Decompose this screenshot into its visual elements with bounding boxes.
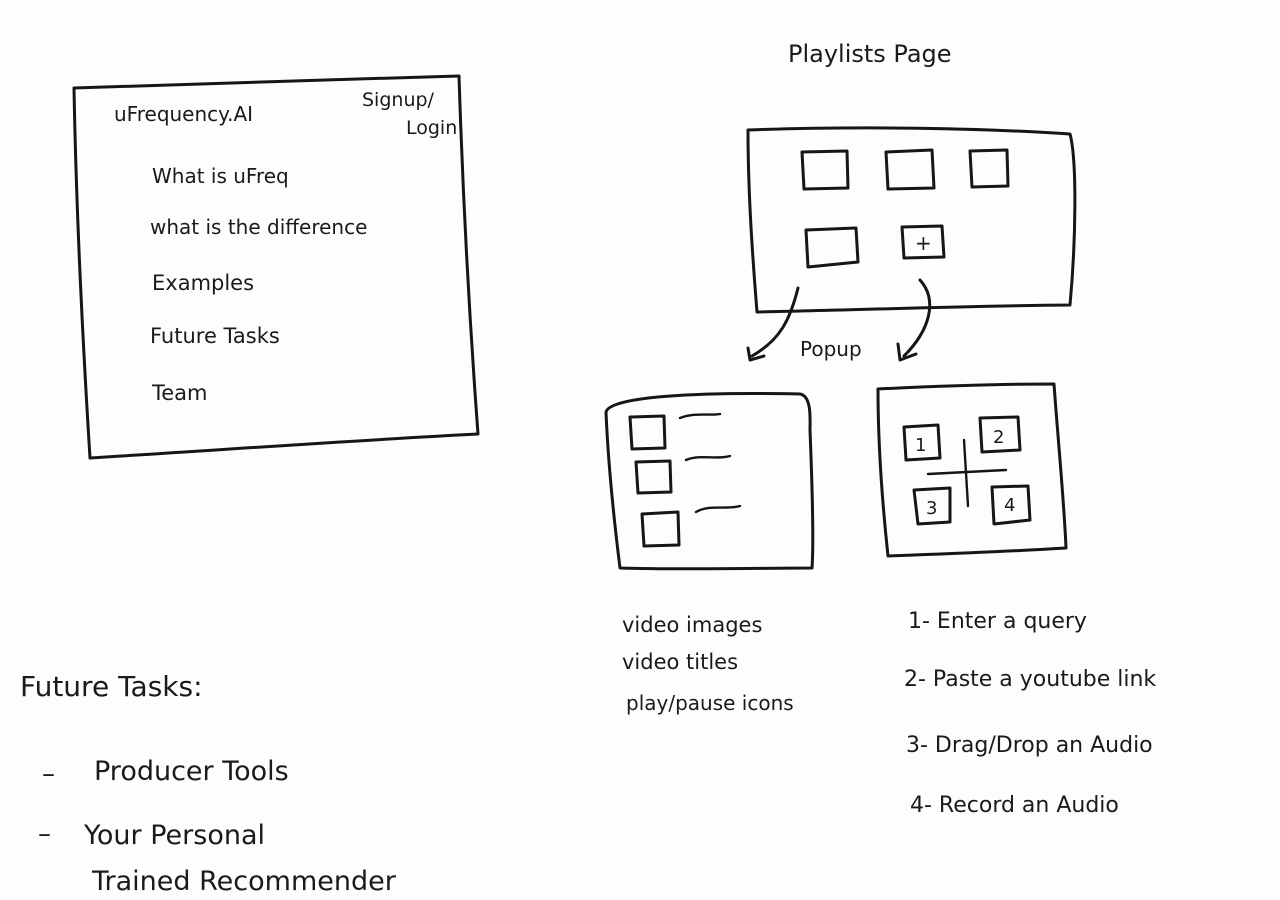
option-record-tile[interactable]: 4: [990, 484, 1032, 526]
quadrant-divider-horizontal: [926, 468, 1008, 476]
arrow-to-input-popup: [902, 278, 932, 358]
video-title-line-2: [684, 454, 732, 462]
playlists-page-title: Playlists Page: [788, 40, 952, 68]
landing-page-wireframe: uFrequency.AI Signup/ Login What is uFre…: [72, 74, 480, 460]
option-note-1: 1- Enter a query: [908, 609, 1087, 634]
video-popup-wireframe: [604, 392, 815, 571]
menu-item-future-tasks[interactable]: Future Tasks: [150, 324, 280, 348]
add-button-frame: [900, 224, 946, 260]
note-video-images: video images: [622, 613, 762, 637]
option-query-tile[interactable]: 1: [902, 423, 942, 462]
tile-2-number: 2: [993, 427, 1004, 448]
arrowhead-left: [746, 346, 766, 362]
note-play-pause-icons: play/pause icons: [626, 691, 794, 715]
input-popup-frame: [876, 382, 1068, 558]
menu-item-team[interactable]: Team: [151, 381, 208, 405]
option-note-3: 3- Drag/Drop an Audio: [906, 733, 1153, 758]
playlist-tile-1[interactable]: [800, 149, 850, 191]
bullet-1: –: [42, 759, 55, 789]
option-youtube-tile[interactable]: 2: [978, 415, 1022, 454]
note-video-titles: video titles: [622, 650, 738, 674]
task-personal-line1: Your Personal: [83, 820, 265, 851]
add-playlist-button[interactable]: +: [900, 224, 946, 260]
playlist-tile-2[interactable]: [884, 148, 936, 191]
option-drag-drop-tile[interactable]: 3: [912, 486, 952, 526]
arrow-to-video-popup: [750, 286, 800, 358]
popup-label: Popup: [800, 337, 862, 361]
future-tasks-notes: Future Tasks: – Producer Tools – Your Pe…: [20, 670, 397, 897]
playlist-tile-4[interactable]: [804, 226, 860, 269]
signup-link-line2[interactable]: Login: [406, 117, 457, 139]
video-thumbnail-1[interactable]: [628, 414, 667, 451]
tile-4-frame: [990, 484, 1032, 526]
input-popup-notes: 1- Enter a query 2- Paste a youtube link…: [904, 609, 1156, 818]
video-title-line-3: [694, 504, 742, 514]
menu-item-what-is-ufreq[interactable]: What is uFreq: [152, 164, 289, 188]
input-popup-wireframe: 1 2 3 4: [876, 382, 1068, 558]
task-personal-line2: Trained Recommender: [91, 866, 397, 897]
option-note-4: 4- Record an Audio: [910, 793, 1119, 818]
video-title-line-1: [678, 412, 722, 420]
menu-item-examples[interactable]: Examples: [152, 271, 254, 295]
tile-3-frame: [912, 486, 952, 526]
video-popup-frame: [604, 392, 815, 571]
option-note-2: 2- Paste a youtube link: [904, 667, 1156, 692]
tile-2-frame: [978, 415, 1022, 454]
signup-link-line1[interactable]: Signup/: [362, 89, 435, 111]
video-thumbnail-2[interactable]: [634, 459, 673, 495]
future-tasks-heading: Future Tasks:: [20, 670, 203, 703]
arrowhead-right: [896, 342, 918, 362]
landing-frame: [72, 74, 480, 460]
task-producer-tools: Producer Tools: [94, 756, 289, 787]
video-thumbnail-3[interactable]: [640, 510, 681, 548]
tile-4-number: 4: [1004, 495, 1015, 516]
playlists-page-wireframe: Playlists Page + Popup: [746, 40, 1077, 362]
menu-item-difference[interactable]: what is the difference: [150, 215, 367, 239]
playlist-tile-3[interactable]: [968, 148, 1010, 189]
playlists-frame: [746, 126, 1077, 314]
plus-icon: +: [915, 231, 932, 255]
bullet-2: –: [38, 819, 51, 849]
tile-1-number: 1: [915, 435, 926, 456]
video-popup-notes: video images video titles play/pause ico…: [622, 613, 794, 715]
tile-1-frame: [902, 423, 942, 462]
tile-3-number: 3: [926, 498, 937, 519]
brand-title: uFrequency.AI: [114, 102, 253, 126]
